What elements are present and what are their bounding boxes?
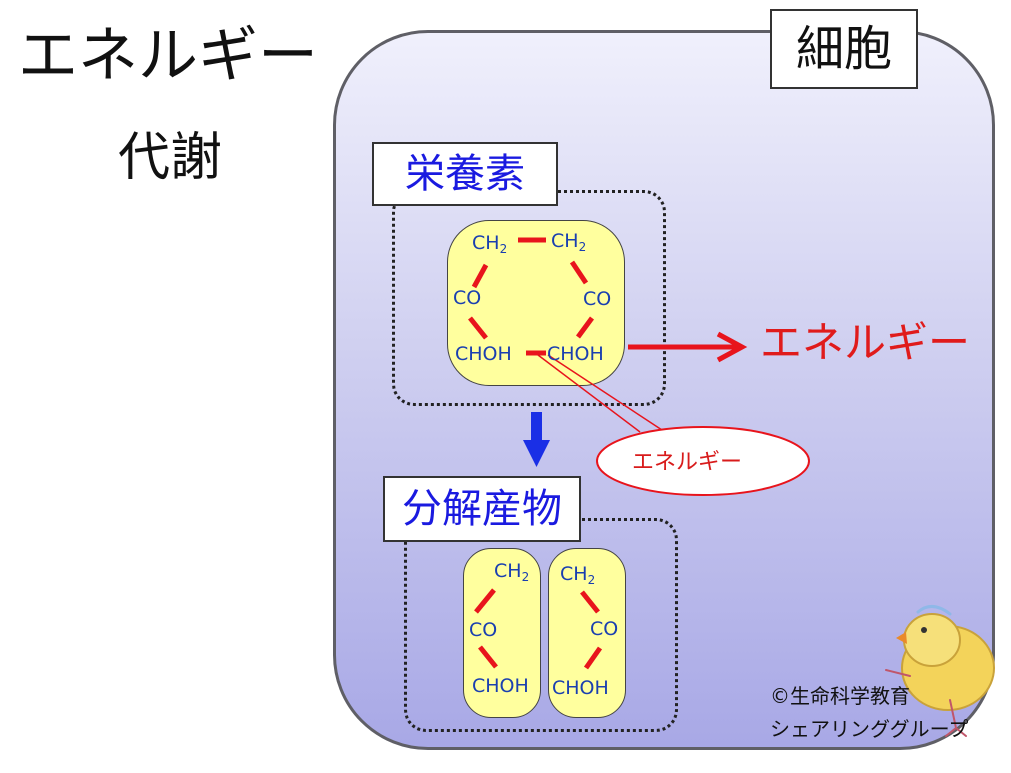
- ch2-left: CH2: [472, 232, 508, 256]
- bond-lower-left: [468, 316, 488, 340]
- product-right-co: CO: [590, 618, 619, 640]
- products-label: 分解産物: [383, 476, 581, 542]
- product-left-co: CO: [469, 619, 498, 641]
- bond-upper-right: [569, 260, 589, 285]
- down-arrow-shaft: [531, 412, 542, 440]
- nutrient-label: 栄養素: [372, 142, 558, 206]
- co-right: CO: [583, 288, 612, 310]
- bond-lower-right: [575, 316, 595, 339]
- title-energy: エネルギー: [18, 21, 318, 91]
- product-left-choh: CHOH: [472, 675, 529, 697]
- product-right-bond-lower: [583, 646, 603, 670]
- energy-output-label: エネルギー: [760, 318, 971, 367]
- product-left-bond-upper: [474, 588, 496, 614]
- product-molecule-left: [463, 548, 541, 718]
- energy-callout-ellipse: [596, 426, 810, 496]
- product-molecule-right: [548, 548, 626, 718]
- product-right-ch2: CH2: [560, 563, 596, 587]
- choh-left: CHOH: [455, 343, 512, 365]
- bond-upper-left: [471, 263, 489, 289]
- ch2-right: CH2: [551, 230, 587, 254]
- nutrient-molecule: [447, 220, 625, 386]
- chick-icon: [885, 605, 995, 737]
- copyright-line2: シェアリンググループ: [770, 717, 969, 741]
- cell-label: 細胞: [770, 9, 918, 89]
- energy-arrow-head: [716, 331, 748, 363]
- product-left-bond-lower: [478, 645, 498, 669]
- product-right-choh: CHOH: [552, 677, 609, 699]
- down-arrow-head: [523, 440, 550, 467]
- callout-line-b: [547, 354, 663, 431]
- product-right-bond-upper: [580, 590, 600, 614]
- product-left-ch2: CH2: [494, 560, 530, 584]
- title-metabolism: 代謝: [118, 128, 223, 188]
- co-left: CO: [453, 287, 482, 309]
- callout-line-a: [537, 354, 641, 433]
- choh-right: CHOH: [547, 343, 604, 365]
- copyright-line1: ©生命科学教育: [770, 684, 910, 708]
- energy-bond-label: エネルギー: [632, 450, 743, 475]
